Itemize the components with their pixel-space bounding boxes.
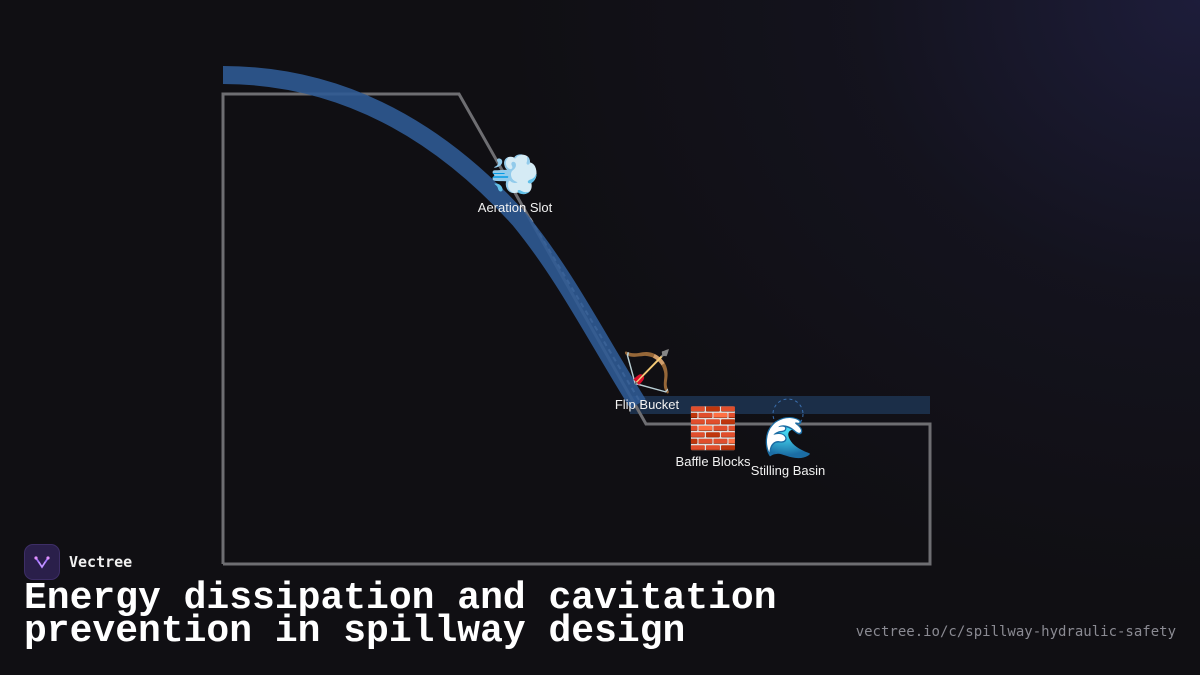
vectree-logo-icon xyxy=(24,544,60,580)
node-baffle-blocks: 🧱 Baffle Blocks xyxy=(676,406,751,469)
brand: Vectree xyxy=(24,544,132,580)
brick-icon: 🧱 xyxy=(688,406,738,452)
node-label-flip-bucket: Flip Bucket xyxy=(614,397,680,412)
source-url: vectree.io/c/spillway-hydraulic-safety xyxy=(855,624,1176,640)
tailwater-channel xyxy=(630,396,930,414)
node-label-stilling-basin: Stilling Basin xyxy=(750,463,826,478)
node-stilling-basin: 🌊 Stilling Basin xyxy=(751,415,825,478)
dash-wind-icon: 💨 xyxy=(490,152,540,198)
stilling-basin-marker xyxy=(772,398,804,430)
wave-icon: 🌊 xyxy=(763,415,813,461)
title-line-1: Energy dissipation and cavitation xyxy=(24,577,777,620)
page-title: Energy dissipation and cavitation preven… xyxy=(24,580,824,651)
spillway-structure-outline xyxy=(221,92,932,566)
brand-name: Vectree xyxy=(69,553,133,571)
node-aeration-slot: 💨 Aeration Slot xyxy=(478,152,552,215)
node-label-aeration-slot: Aeration Slot xyxy=(477,200,553,215)
water-flow-path xyxy=(222,66,646,409)
node-flip-bucket: 🏹 Flip Bucket xyxy=(615,349,679,412)
title-line-2: prevention in spillway design xyxy=(24,610,686,653)
node-label-baffle-blocks: Baffle Blocks xyxy=(675,454,751,469)
bow-arrow-icon: 🏹 xyxy=(622,349,672,395)
